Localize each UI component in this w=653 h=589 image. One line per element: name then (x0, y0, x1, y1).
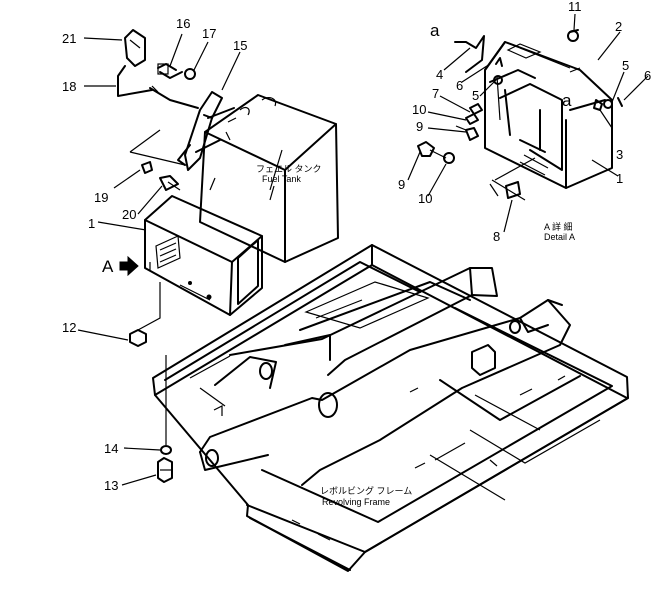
callout-16: 16 (176, 16, 190, 31)
nut-11 (569, 29, 579, 33)
bolt-7 (469, 103, 483, 115)
washer-10-lower (443, 152, 455, 164)
callout-leaders (77, 13, 649, 486)
revolving-frame-label-jp: レボルビング フレーム (320, 485, 412, 496)
fuel-tank-label-jp: フェエル タンク (256, 164, 322, 174)
callout-9b: 9 (398, 177, 405, 192)
text-labels: A a a フェエル タンク Fuel Tank レボルビング フレーム Rev… (102, 21, 575, 507)
bolt-13 (157, 457, 173, 483)
detail-a-letter: a (430, 21, 440, 40)
callout-9a: 9 (416, 119, 423, 134)
callout-13: 13 (104, 478, 118, 493)
callout-8: 8 (493, 229, 500, 244)
callout-5b: 5 (622, 58, 629, 73)
grab-handle (177, 91, 235, 171)
leader-handle (129, 151, 186, 166)
bolt-9-lower (417, 141, 447, 159)
callout-2: 2 (615, 19, 622, 34)
arrow-a-label: A (102, 257, 114, 276)
callout-18: 18 (62, 79, 76, 94)
bolt-16 (157, 63, 183, 79)
callout-12: 12 (62, 320, 76, 335)
callout-21: 21 (62, 31, 76, 46)
callout-15: 15 (233, 38, 247, 53)
callout-20: 20 (122, 207, 136, 222)
callout-1-right: 1 (616, 171, 623, 186)
washer-5-a (493, 75, 503, 85)
bracket-8 (505, 181, 521, 199)
callout-17: 17 (202, 26, 216, 41)
bolt-20 (159, 175, 181, 191)
callout-7: 7 (432, 86, 439, 101)
washer-17 (184, 68, 196, 80)
detail-a-view (484, 30, 623, 201)
bolt-9-upper (455, 125, 479, 141)
revolving-frame (152, 244, 629, 572)
callout-1-left: 1 (88, 216, 95, 231)
clip-6-a (495, 57, 503, 67)
wire-4 (454, 35, 485, 73)
callout-6a: 6 (456, 78, 463, 93)
callout-19: 19 (94, 190, 108, 205)
nut-10-upper (465, 113, 479, 125)
detail-a-title-jp: A 詳 細 (544, 221, 573, 232)
view-arrow-a (119, 255, 139, 277)
callout-labels: 21 16 17 15 18 19 20 1 12 14 13 11 2 4 6… (62, 0, 651, 493)
fuel-tank-label-en: Fuel Tank (262, 174, 301, 184)
bracket-and-wire (117, 29, 199, 109)
callout-3: 3 (616, 147, 623, 162)
nut-19 (141, 161, 153, 174)
callout-4: 4 (436, 67, 443, 82)
callout-14: 14 (104, 441, 118, 456)
callout-5a: 5 (472, 88, 479, 103)
leader-handle-b (129, 129, 161, 153)
detail-a-inner-letter: a (562, 91, 572, 110)
callout-10a: 10 (412, 102, 426, 117)
detail-a-title-en: Detail A (544, 232, 575, 242)
callout-11: 11 (568, 0, 582, 14)
callout-10b: 10 (418, 191, 432, 206)
leader-stud-upper (137, 282, 161, 331)
fuel-tank (199, 94, 339, 263)
washer-14 (160, 445, 172, 455)
revolving-frame-label-en: Revolving Frame (322, 497, 390, 507)
callout-6b: 6 (644, 68, 651, 83)
nut-12 (129, 329, 147, 347)
battery-box-left (144, 195, 263, 316)
washer-5-b (603, 99, 613, 109)
